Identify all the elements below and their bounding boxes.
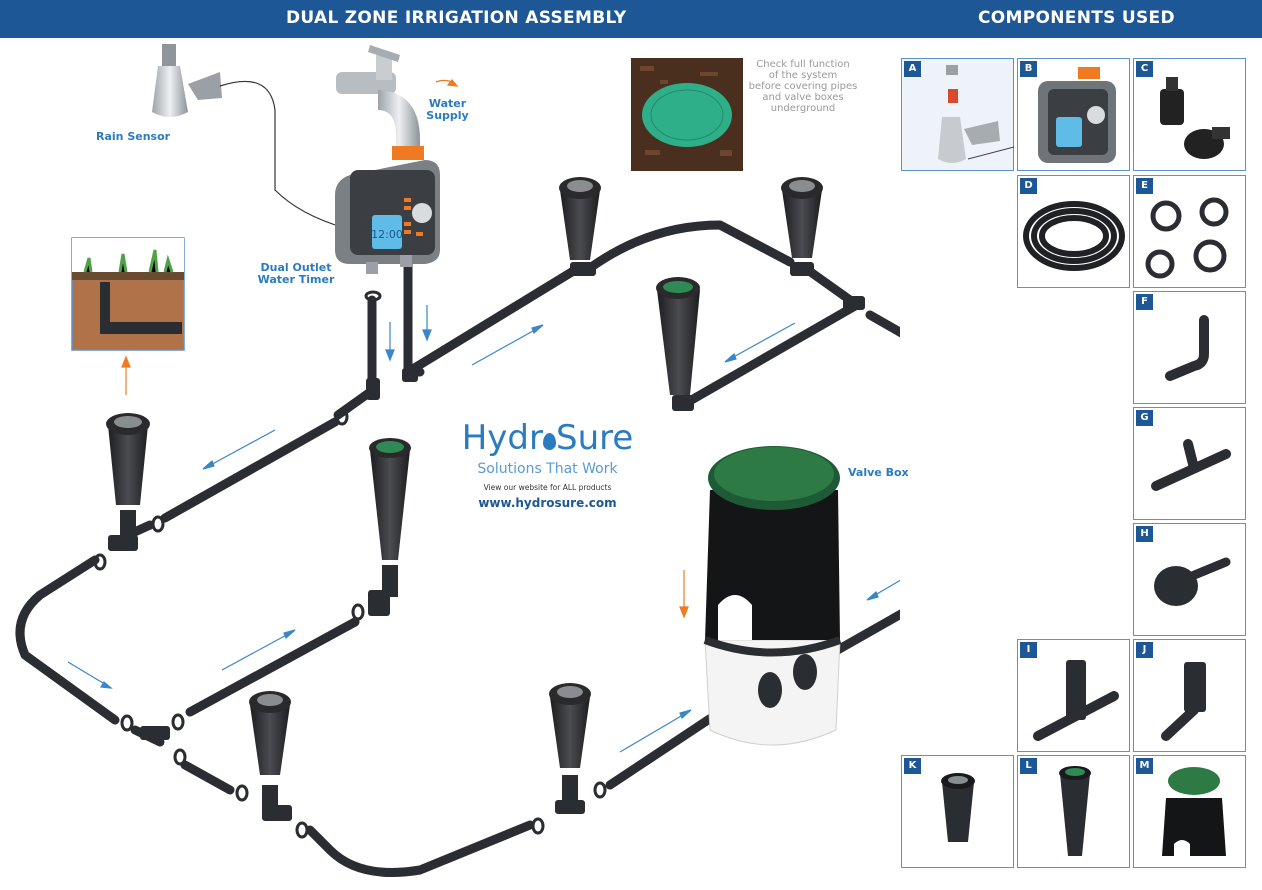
component-tag: A: [904, 61, 921, 77]
component-k-card: K: [901, 755, 1014, 868]
pop-up-sprinkler-icon: [941, 773, 975, 842]
timer-display: 12:00: [371, 228, 403, 241]
threaded-elbow-icon: [1161, 662, 1206, 741]
brand-name-part1: Hydr: [461, 418, 543, 458]
check-function-note: Check full function of the system before…: [748, 59, 858, 114]
component-h-card: H: [1133, 523, 1246, 636]
tee-fittings: [108, 262, 865, 821]
component-d-card: D: [1017, 175, 1130, 288]
sprinkler-k6: [549, 683, 591, 800]
sprinkler-k3: [781, 177, 823, 258]
component-j-card: J: [1133, 639, 1246, 752]
component-b-card: B: [1017, 58, 1130, 171]
component-tag: K: [904, 758, 921, 774]
pipe-clamp-icon: [1145, 197, 1229, 279]
tap-connector-icon: [1160, 77, 1230, 159]
sprinkler-l1: [369, 438, 411, 597]
component-tag: M: [1136, 758, 1153, 774]
tee-connector-icon: [1151, 439, 1231, 491]
component-tag: C: [1136, 61, 1153, 77]
water-timer-icon: [1038, 67, 1116, 163]
irrigation-diagram: 12:00: [15, 44, 900, 877]
timer-label-line2: Water Timer: [257, 273, 335, 286]
hydrosure-brand: Hydr Sure Solutions That Work View our we…: [450, 418, 645, 510]
rain-sensor-label: Rain Sensor: [96, 130, 171, 143]
water-supply-label: Water Supply: [426, 97, 469, 122]
brand-url[interactable]: www.hydrosure.com: [478, 496, 617, 510]
sprinkler-k2: [559, 177, 601, 260]
component-f-card: F: [1133, 291, 1246, 404]
diagram-title: DUAL ZONE IRRIGATION ASSEMBLY: [286, 8, 627, 28]
note-line: Check full function: [756, 59, 850, 70]
component-tag: F: [1136, 294, 1153, 310]
dual-outlet-timer: 12:00: [335, 160, 440, 274]
component-i-card: I: [1017, 639, 1130, 752]
component-tag: G: [1136, 410, 1153, 426]
component-tag: H: [1136, 526, 1153, 542]
component-tag: L: [1020, 758, 1037, 774]
note-line: before covering pipes: [748, 81, 858, 92]
component-c-card: C: [1133, 58, 1246, 171]
component-a-card: A: [901, 58, 1015, 171]
rain-sensor-icon: [938, 65, 1015, 163]
rotor-sprinkler-icon: [1059, 766, 1091, 856]
water-tap: [336, 45, 424, 160]
component-m-card: M: [1133, 755, 1246, 868]
end-cap-icon: [1154, 557, 1231, 606]
flow-arrows: [67, 305, 900, 753]
valve-box-icon: [1162, 767, 1226, 856]
brand-logo: Hydr Sure: [450, 418, 645, 458]
soil-inset-image: [71, 237, 185, 351]
component-tag: D: [1020, 178, 1037, 194]
timer-label: Dual Outlet Water Timer: [256, 262, 336, 286]
water-drop-icon: [542, 433, 556, 450]
components-title: COMPONENTS USED: [978, 8, 1175, 28]
note-line: and valve boxes: [762, 92, 844, 103]
header-bar: DUAL ZONE IRRIGATION ASSEMBLY COMPONENTS…: [0, 0, 1262, 38]
component-tag: I: [1020, 642, 1037, 658]
sprinkler-k5: [249, 691, 291, 810]
component-tag: J: [1136, 642, 1153, 658]
note-line: of the system: [768, 70, 838, 81]
brand-tagline: Solutions That Work: [477, 461, 618, 477]
rain-sensor: [152, 44, 346, 229]
timer-label-line1: Dual Outlet: [260, 261, 332, 274]
component-e-card: E: [1133, 175, 1246, 288]
pipe-coil-icon: [1023, 201, 1125, 271]
valve-box-label: Valve Box: [848, 466, 909, 479]
orange-arrows: [121, 79, 689, 619]
threaded-tee-icon: [1033, 660, 1119, 741]
component-g-card: G: [1133, 407, 1246, 520]
component-tag: E: [1136, 178, 1153, 194]
valve-box: [703, 446, 842, 746]
note-line: underground: [770, 103, 836, 114]
sprinkler-l2: [656, 277, 700, 395]
elbow-connector-icon: [1165, 315, 1209, 381]
sprinkler-k1: [106, 413, 150, 540]
component-tag: B: [1020, 61, 1037, 77]
brand-visit-text: View our website for ALL products: [483, 483, 612, 492]
brand-name-part2: Sure: [555, 418, 634, 458]
component-l-card: L: [1017, 755, 1130, 868]
mulch-photo: [631, 58, 743, 171]
sprinkler-heads: [106, 177, 823, 810]
